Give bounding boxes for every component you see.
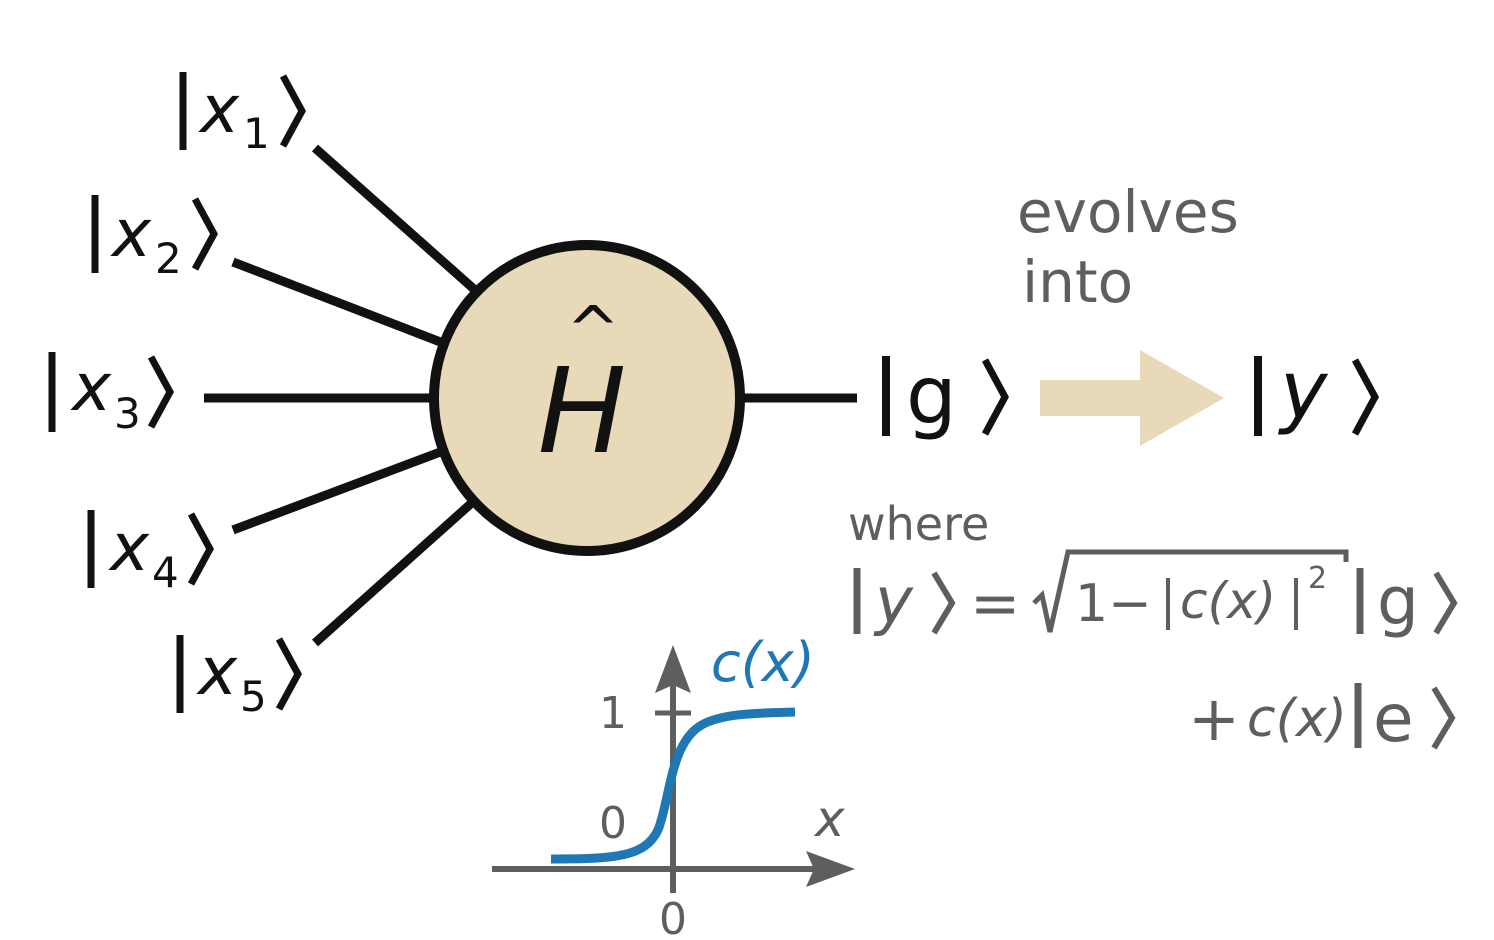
equation-g: g	[1377, 563, 1419, 640]
inset-y-tick-label-1: 1	[599, 688, 627, 739]
input-ket-5-subscript: 5	[240, 672, 267, 721]
operator-hat: ^	[566, 294, 620, 368]
equation-line-1: y = 1− c(x) 2 g	[853, 549, 1458, 640]
input-ket-3-letter: x	[70, 349, 112, 426]
input-ket-3-subscript: 3	[114, 389, 141, 438]
caption-evolves: evolves	[1017, 178, 1239, 246]
input-ket-2-subscript: 2	[155, 234, 182, 283]
inset-x-axis-label: x	[813, 790, 845, 848]
equation-e: e	[1373, 680, 1414, 757]
input-line-5	[312, 496, 478, 647]
sigmoid-inset: c(x) 1 0 0 x	[492, 631, 855, 940]
equation-c-of-x: c(x)	[1180, 572, 1276, 630]
equation-line-2: + c(x) e	[1188, 680, 1456, 757]
input-ket-1-letter: x	[198, 71, 240, 148]
input-ket-3: x 3	[48, 349, 174, 438]
input-line-4	[231, 446, 445, 535]
input-ket-1: x 1	[179, 71, 306, 158]
hamiltonian-node	[429, 240, 745, 556]
input-ket-5: x 5	[176, 633, 302, 721]
input-ket-2-letter: x	[110, 195, 152, 272]
inset-curve-label: c(x)	[711, 631, 815, 694]
caption-into: into	[1022, 248, 1133, 316]
output-state-label: y	[1278, 344, 1329, 437]
equation-exponent: 2	[1308, 561, 1327, 596]
equation-lhs-y: y	[873, 565, 914, 639]
sqrt-symbol	[1032, 549, 1349, 633]
input-ket-4: x 4	[87, 509, 214, 597]
equation-c-of-x-2: c(x)	[1247, 689, 1347, 749]
inset-x-tick-label-0: 0	[659, 894, 687, 940]
input-ket-4-letter: x	[108, 509, 150, 586]
equation-one-minus: 1−	[1075, 574, 1152, 634]
operator-label: H	[538, 342, 627, 480]
output-state-ket: y	[1254, 344, 1379, 437]
where-label: where	[848, 497, 989, 551]
input-lines	[204, 144, 857, 647]
sigmoid-curve	[550, 707, 796, 864]
equation-plus: +	[1188, 682, 1240, 755]
input-line-1	[312, 144, 478, 294]
input-line-2	[231, 257, 445, 348]
ground-state-label: g	[906, 349, 957, 442]
inset-y-arrowhead	[655, 645, 691, 693]
inset-x-arrowhead	[806, 851, 855, 887]
input-ket-2: x 2	[91, 195, 218, 283]
ground-state-ket: g	[882, 349, 1009, 442]
input-ket-1-subscript: 1	[243, 109, 270, 158]
equation-equals: =	[970, 569, 1020, 639]
input-ket-4-subscript: 4	[152, 548, 179, 597]
inset-y-tick-label-0: 0	[599, 798, 627, 849]
evolution-arrow	[1040, 350, 1224, 446]
input-ket-5-letter: x	[196, 633, 238, 710]
